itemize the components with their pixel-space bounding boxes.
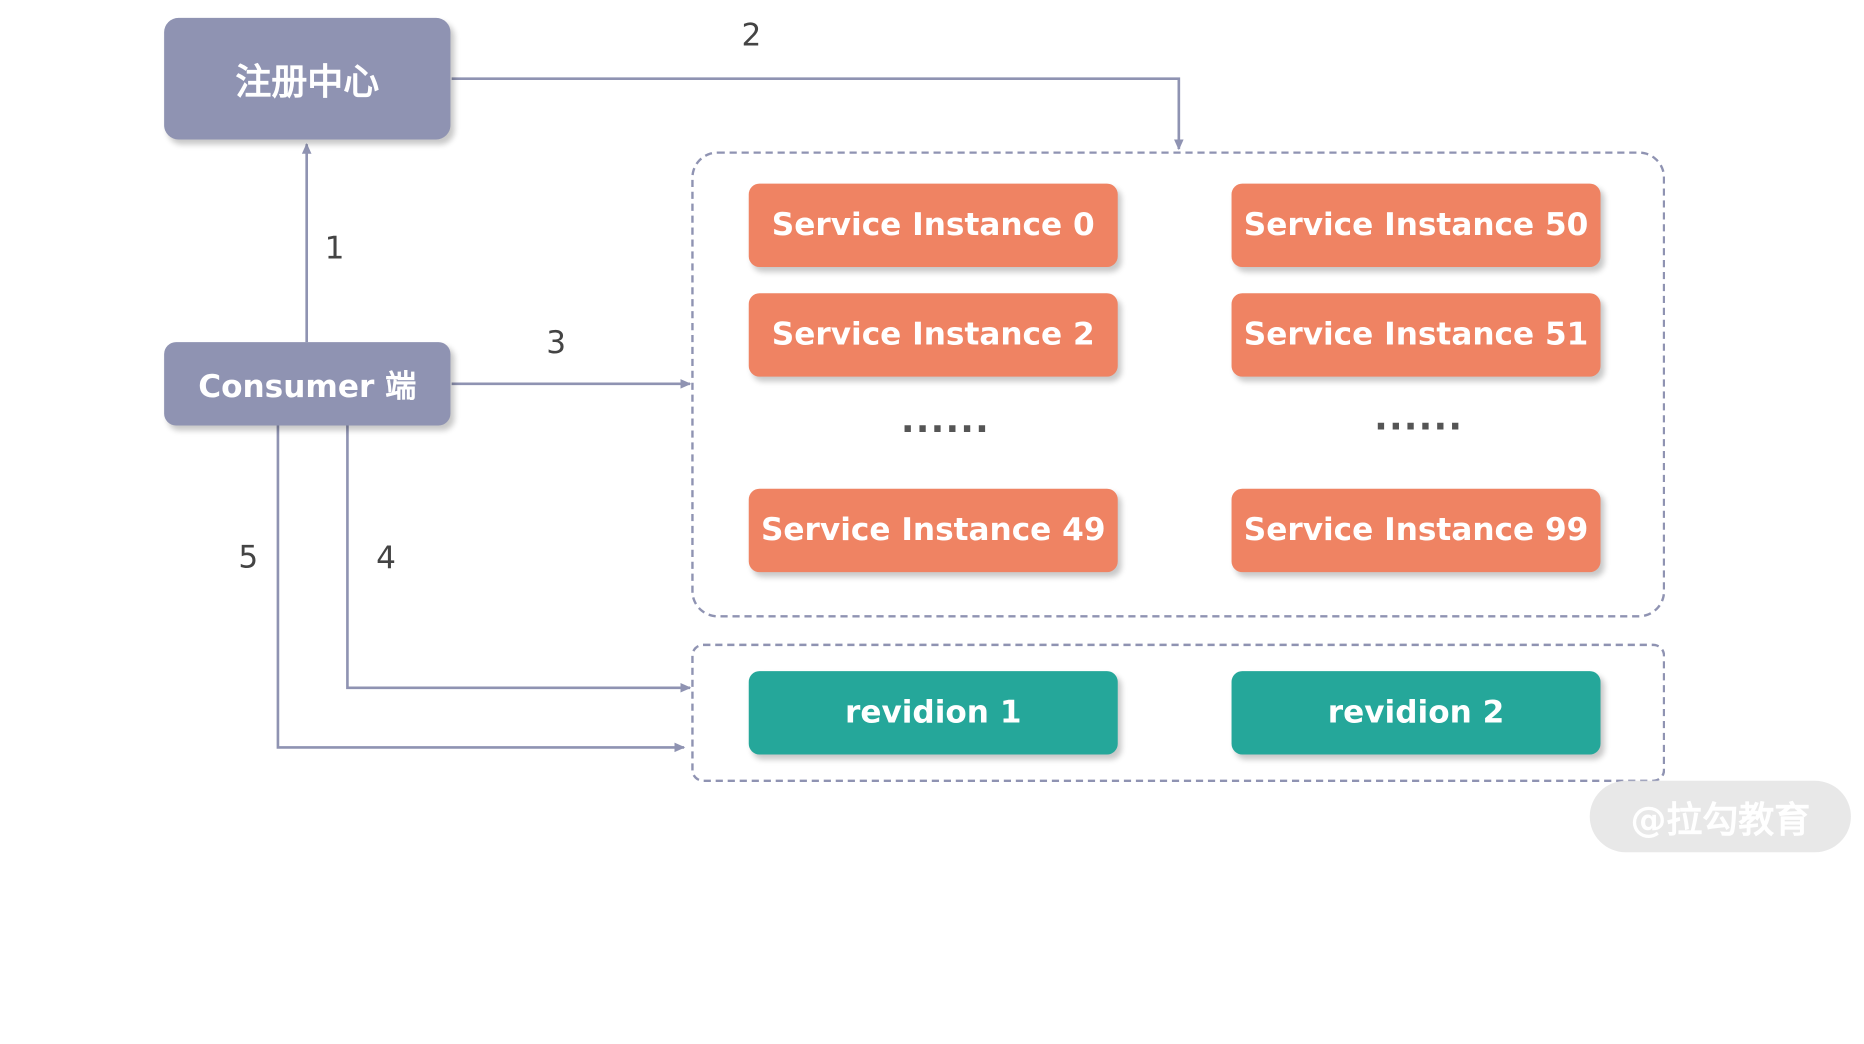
- service-instance-2: Service Instance 2: [748, 293, 1118, 377]
- service-instance-0-label: Service Instance 0: [771, 207, 1095, 244]
- watermark: @拉勾教育: [1589, 780, 1851, 853]
- edge-3-label: 3: [546, 325, 567, 362]
- service-instance-49-label: Service Instance 49: [760, 512, 1106, 549]
- registry-node: 注册中心: [164, 17, 451, 140]
- service-instance-99: Service Instance 99: [1231, 488, 1601, 573]
- revision-2-label: revidion 2: [1327, 694, 1505, 731]
- service-instance-51: Service Instance 51: [1231, 293, 1601, 377]
- consumer-node-label: Consumer 端: [198, 368, 417, 405]
- watermark-text: @拉勾教育: [1630, 799, 1811, 842]
- revision-1-label: revidion 1: [844, 694, 1022, 731]
- instance-group: [691, 151, 1666, 618]
- service-instance-99-label: Service Instance 99: [1243, 512, 1589, 549]
- connector-layer: [276, 77, 1184, 753]
- revision-1: revidion 1: [748, 671, 1118, 755]
- ellipsis-right: ······: [1374, 406, 1464, 449]
- edge-4-line: [346, 425, 692, 693]
- edge-5-line: [276, 425, 686, 753]
- service-instance-50-label: Service Instance 50: [1243, 207, 1589, 244]
- service-instance-0: Service Instance 0: [748, 183, 1118, 268]
- ellipsis-left: ······: [900, 408, 991, 451]
- revision-group: [691, 643, 1666, 782]
- revision-2: revidion 2: [1231, 671, 1601, 755]
- edge-2-label: 2: [741, 17, 762, 54]
- service-instance-50: Service Instance 50: [1231, 183, 1601, 268]
- edge-1-label: 1: [324, 231, 345, 268]
- registry-node-label: 注册中心: [235, 61, 380, 104]
- service-instance-49: Service Instance 49: [748, 488, 1118, 573]
- service-instance-2-label: Service Instance 2: [771, 317, 1095, 353]
- service-instance-51-label: Service Instance 51: [1243, 317, 1589, 353]
- consumer-node: Consumer 端: [164, 342, 451, 426]
- edge-4-label: 4: [376, 541, 396, 577]
- edge-2-line: [451, 77, 1184, 151]
- edge-5-label: 5: [238, 539, 259, 576]
